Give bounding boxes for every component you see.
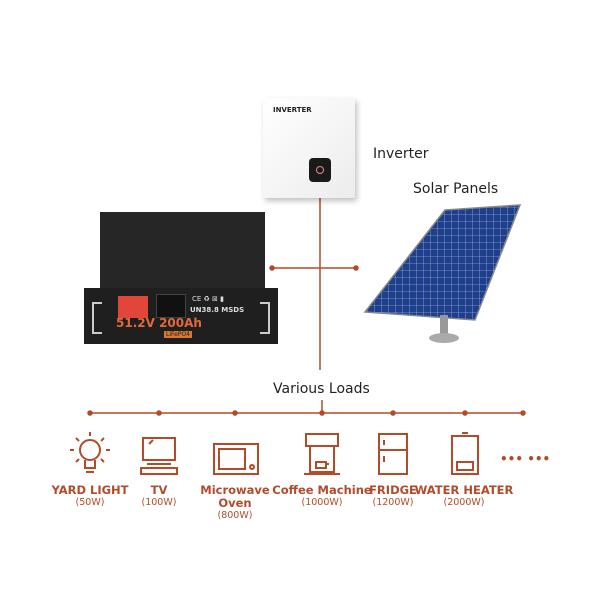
load-watt: (100W) — [141, 497, 177, 508]
load-name: Microwave Oven — [200, 483, 270, 510]
inverter-brand: INVERTER — [273, 106, 312, 114]
load-watt: (800W) — [217, 510, 253, 521]
load-watt: (1200W) — [372, 497, 414, 508]
various-loads-label: Various Loads — [273, 381, 370, 397]
left-handle — [92, 302, 102, 334]
load-name: TV — [150, 483, 168, 497]
load-watt: (2000W) — [443, 497, 485, 508]
right-handle — [260, 302, 270, 334]
load-name: YARD LIGHT — [51, 483, 129, 497]
load-yard-light: YARD LIGHT (50W) — [45, 430, 135, 509]
load-coffee-machine: Coffee Machine (1000W) — [272, 430, 372, 509]
cert-marks: CE ♻ ⊠ ▮ — [192, 295, 224, 303]
battery-chem: LiFePO4 — [164, 331, 192, 338]
battery-cert: UN38.8 MSDS — [190, 306, 245, 314]
battery-spec: 51.2V 200Ah — [116, 316, 202, 330]
load-watt: (1000W) — [301, 497, 343, 508]
load-tv: TV (100W) — [114, 430, 204, 509]
battery-front-panel: CE ♻ ⊠ ▮ UN38.8 MSDS 51.2V 200Ah LiFePO4 — [84, 288, 278, 344]
load-water-heater: WATER HEATER (2000W) — [415, 430, 513, 509]
water-heater-icon — [451, 432, 479, 475]
tv-icon — [140, 437, 178, 475]
load-watt: (50W) — [75, 497, 105, 508]
load-fridge: FRIDGE (1200W) — [348, 430, 438, 509]
fridge-icon — [378, 433, 408, 475]
solar-panel-image — [363, 204, 522, 343]
battery-unit — [100, 212, 265, 290]
load-name: Coffee Machine — [272, 483, 372, 497]
inverter-label: Inverter — [373, 146, 429, 162]
positive-terminal — [118, 296, 148, 318]
solar-panels-label: Solar Panels — [413, 181, 499, 197]
load-name: WATER HEATER — [414, 483, 514, 497]
load-microwave: Microwave Oven (800W) — [190, 430, 280, 522]
coffee-machine-icon — [304, 433, 340, 475]
inverter-display — [309, 158, 331, 182]
light-bulb-icon — [70, 432, 110, 473]
microwave-icon — [213, 443, 259, 475]
inverter-unit: INVERTER — [263, 98, 355, 198]
more-loads-ellipsis: ••• ••• — [500, 452, 551, 466]
load-name: FRIDGE — [369, 483, 417, 497]
negative-terminal — [156, 294, 186, 318]
